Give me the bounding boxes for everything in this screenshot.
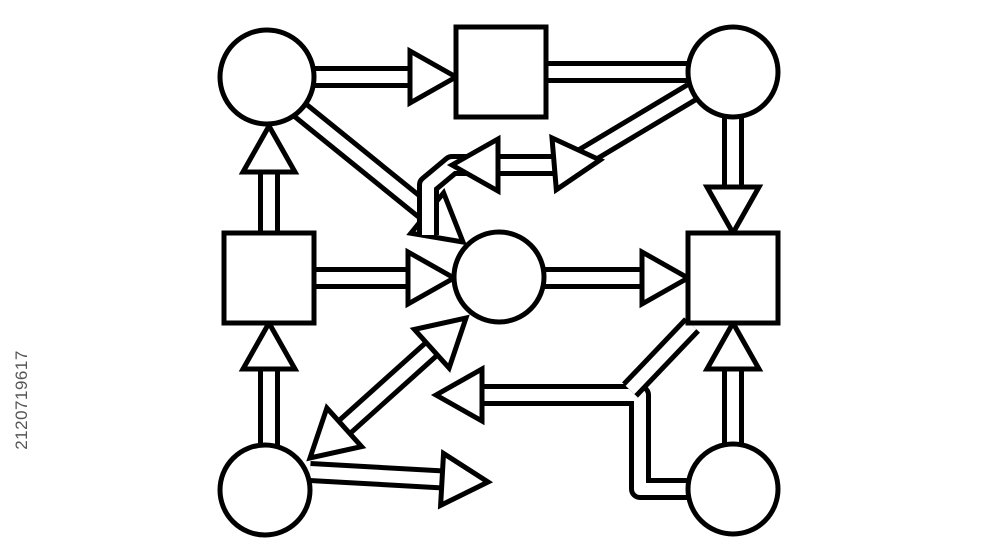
node-s-mid-left-square — [221, 230, 317, 326]
edge-s-mid-left-to-c-center — [314, 247, 460, 309]
edge-c-bot-left-to-c-center — [309, 449, 494, 510]
node-s-top-mid-square — [453, 24, 549, 120]
edge-c-top-right-to-c-center — [417, 82, 698, 235]
edge-c-top-right-to-s-mid-right — [702, 117, 764, 239]
edge-c-center-to-s-mid-right — [544, 247, 694, 309]
node-s-mid-right-square — [685, 230, 781, 326]
edge-c-top-left-to-s-top-mid — [314, 46, 462, 108]
node-c-bot-left-circle — [217, 442, 313, 538]
edge-s-mid-left-to-c-top-left — [238, 120, 300, 233]
edge-c-bot-right-to-c-center — [430, 364, 688, 500]
edge-c-top-right-to-c-center-midhead — [549, 133, 606, 195]
edge-c-bot-right-to-s-mid-right — [702, 317, 764, 444]
edges-layer — [238, 46, 764, 510]
node-c-top-left-circle — [217, 27, 317, 127]
stock-image-id-text: 2120719617 — [12, 350, 32, 450]
node-c-top-right-circle — [685, 24, 781, 120]
edge-c-bot-left-to-s-mid-left — [238, 317, 300, 445]
node-c-bot-right-circle — [685, 441, 781, 537]
stock-image-id: 2120719617 — [8, 300, 36, 500]
edge-s-mid-right-to-c-bot-left — [622, 317, 700, 398]
edge-c-center-to-c-bot-left — [306, 314, 470, 462]
node-c-center-circle — [451, 229, 547, 325]
nodes-layer — [217, 24, 781, 538]
